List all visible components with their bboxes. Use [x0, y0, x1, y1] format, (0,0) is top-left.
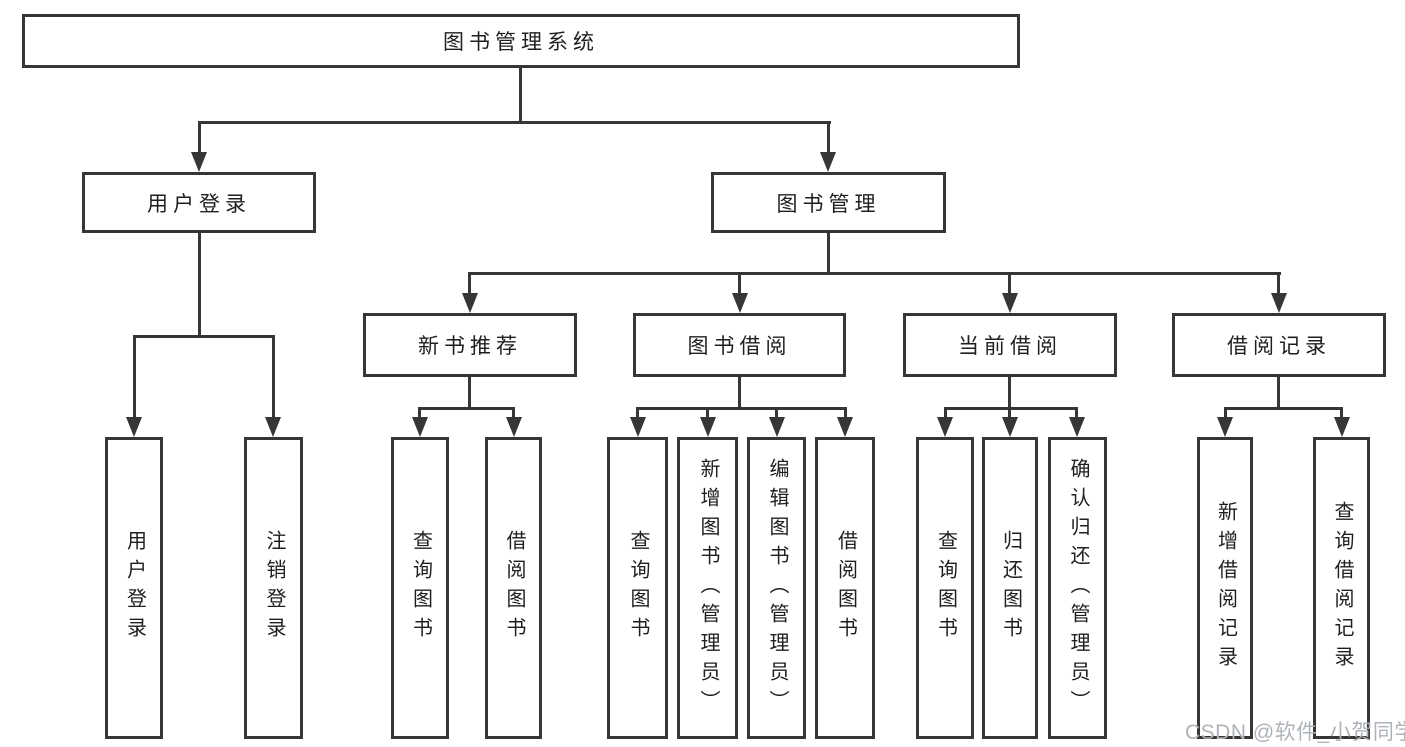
node-borrow-records-label: 借阅记录	[1227, 335, 1331, 358]
connector-root-drop	[519, 68, 522, 121]
connector-newbook-drop	[468, 377, 471, 407]
node-new-book-recommend: 新书推荐	[363, 313, 577, 377]
connector-leaf	[512, 407, 515, 417]
connector-bookborrow-rail	[636, 407, 846, 410]
leaf-query-books-recommend: 查询图书	[391, 437, 449, 739]
connector-leaf	[706, 407, 709, 417]
arrowhead-icon	[412, 417, 428, 437]
arrowhead-icon	[769, 417, 785, 437]
connector-to-book-management	[827, 121, 830, 152]
arrowhead-icon	[1002, 293, 1018, 313]
connector-to-leaf-logout	[272, 335, 275, 417]
arrowhead-icon	[630, 417, 646, 437]
leaf-edit-books-admin-label: 编辑图书（管理员）	[766, 457, 788, 719]
leaf-return-books: 归还图书	[982, 437, 1038, 739]
connector-mgmt-rail	[468, 272, 1281, 275]
connector-leaf	[844, 407, 847, 417]
connector-root-rail	[198, 121, 831, 124]
node-book-borrow-label: 图书借阅	[687, 335, 792, 358]
connector-to-new-book	[468, 272, 471, 293]
arrowhead-icon	[937, 417, 953, 437]
arrowhead-icon	[700, 417, 716, 437]
node-user-login-label: 用户登录	[147, 192, 251, 216]
leaf-add-borrow-record: 新增借阅记录	[1197, 437, 1253, 739]
leaf-query-books-current-label: 查询图书	[934, 530, 957, 646]
arrowhead-icon	[732, 293, 748, 313]
leaf-borrow-books-recommend: 借阅图书	[485, 437, 542, 739]
connector-leaf	[418, 407, 421, 417]
leaf-query-borrow-record-label: 查询借阅记录	[1331, 501, 1353, 675]
arrowhead-icon	[462, 293, 478, 313]
connector-to-current-borrow	[1008, 272, 1011, 293]
node-library-system-label: 图书管理系统	[443, 31, 599, 54]
connector-leaf	[1075, 407, 1078, 417]
connector-to-leaf-login	[133, 335, 136, 417]
leaf-query-books-current: 查询图书	[916, 437, 974, 739]
arrowhead-icon	[837, 417, 853, 437]
node-book-management-label: 图书管理	[776, 192, 881, 216]
leaf-logout-label: 注销登录	[263, 530, 285, 646]
node-user-login: 用户登录	[82, 172, 316, 233]
connector-leaf	[1224, 407, 1227, 417]
connector-to-book-borrow	[738, 272, 741, 293]
connector-leaf	[1008, 407, 1011, 417]
connector-mgmt-drop	[827, 233, 830, 272]
arrowhead-icon	[1217, 417, 1233, 437]
arrowhead-icon	[191, 152, 207, 172]
arrowhead-icon	[820, 152, 836, 172]
arrowhead-icon	[506, 417, 522, 437]
arrowhead-icon	[1271, 293, 1287, 313]
connector-currentborrow-rail	[944, 407, 1078, 410]
connector-newbook-rail	[419, 407, 515, 410]
leaf-borrow-books: 借阅图书	[815, 437, 875, 739]
leaf-edit-books-admin: 编辑图书（管理员）	[747, 437, 806, 739]
node-current-borrow-label: 当前借阅	[958, 335, 1062, 358]
leaf-borrow-books-recommend-label: 借阅图书	[503, 530, 525, 646]
watermark-text: CSDN @软件_小贺同学	[1185, 721, 1405, 744]
node-borrow-records: 借阅记录	[1172, 313, 1386, 377]
leaf-query-books-recommend-label: 查询图书	[409, 530, 432, 646]
connector-leaf	[944, 407, 947, 417]
connector-to-user-login	[198, 121, 201, 152]
leaf-return-books-label: 归还图书	[999, 530, 1022, 646]
arrowhead-icon	[126, 417, 142, 437]
leaf-borrow-books-label: 借阅图书	[834, 530, 857, 646]
arrowhead-icon	[1002, 417, 1018, 437]
leaf-query-books-borrow-label: 查询图书	[627, 530, 649, 646]
leaf-add-borrow-record-label: 新增借阅记录	[1214, 501, 1237, 675]
arrowhead-icon	[1069, 417, 1085, 437]
connector-bookborrow-drop	[738, 377, 741, 407]
connector-leaf	[636, 407, 639, 417]
node-new-book-recommend-label: 新书推荐	[418, 335, 522, 358]
leaf-add-books-admin-label: 新增图书（管理员）	[697, 457, 719, 719]
leaf-query-books-borrow: 查询图书	[607, 437, 668, 739]
connector-login-rail	[133, 335, 274, 338]
connector-records-drop	[1277, 377, 1280, 407]
leaf-add-books-admin: 新增图书（管理员）	[677, 437, 738, 739]
node-book-management: 图书管理	[711, 172, 946, 233]
node-book-borrow: 图书借阅	[633, 313, 846, 377]
leaf-user-login: 用户登录	[105, 437, 163, 739]
connector-login-drop	[198, 233, 201, 335]
connector-records-rail	[1224, 407, 1343, 410]
arrowhead-icon	[265, 417, 281, 437]
node-current-borrow: 当前借阅	[903, 313, 1117, 377]
connector-leaf	[1340, 407, 1343, 417]
leaf-user-login-label: 用户登录	[123, 530, 146, 646]
connector-to-borrow-records	[1277, 272, 1280, 293]
leaf-confirm-return-admin: 确认归还（管理员）	[1048, 437, 1107, 739]
arrowhead-icon	[1334, 417, 1350, 437]
leaf-query-borrow-record: 查询借阅记录	[1313, 437, 1370, 739]
leaf-confirm-return-admin-label: 确认归还（管理员）	[1067, 457, 1089, 719]
connector-leaf	[775, 407, 778, 417]
connector-currentborrow-drop	[1008, 377, 1011, 407]
leaf-logout: 注销登录	[244, 437, 303, 739]
node-library-system: 图书管理系统	[22, 14, 1020, 68]
